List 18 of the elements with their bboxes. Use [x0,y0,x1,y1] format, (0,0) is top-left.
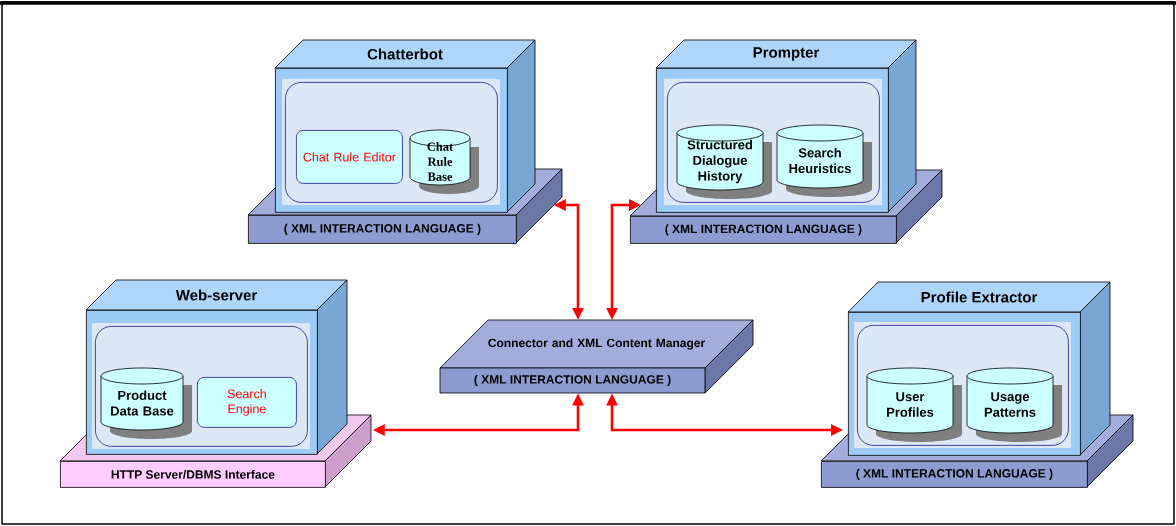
node-label: Web-server [175,289,257,301]
connector-slab: Connector and XML Content Manager ( XML INTERACTION LANGUAGE ) [439,319,754,394]
database-cylinder: Search Heuristics [776,124,872,197]
node-label: Chatterbot [367,48,443,60]
node-label: HTTP Server/DBMS Interface [111,469,275,479]
node-label: Profile Extractor [921,291,1038,303]
database-cylinder: Structured Dialogue History [676,124,772,199]
node-label: Prompter [753,47,820,61]
database-cylinder: User Profiles [866,367,962,442]
node-label: ( XML INTERACTION LANGUAGE ) [665,224,862,236]
module-box: Search Engine [197,377,297,428]
database-cylinder: Product Data Base [100,367,192,439]
node-label: ( XML INTERACTION LANGUAGE ) [474,374,671,387]
database-cylinder: Chat Rule Base [409,129,479,194]
database-cylinder: Usage Patterns [966,367,1062,442]
node-label: ( XML INTERACTION LANGUAGE ) [856,468,1053,480]
module-box: Chat Rule Editor [296,130,403,184]
node-label: ( XML INTERACTION LANGUAGE ) [284,223,481,235]
